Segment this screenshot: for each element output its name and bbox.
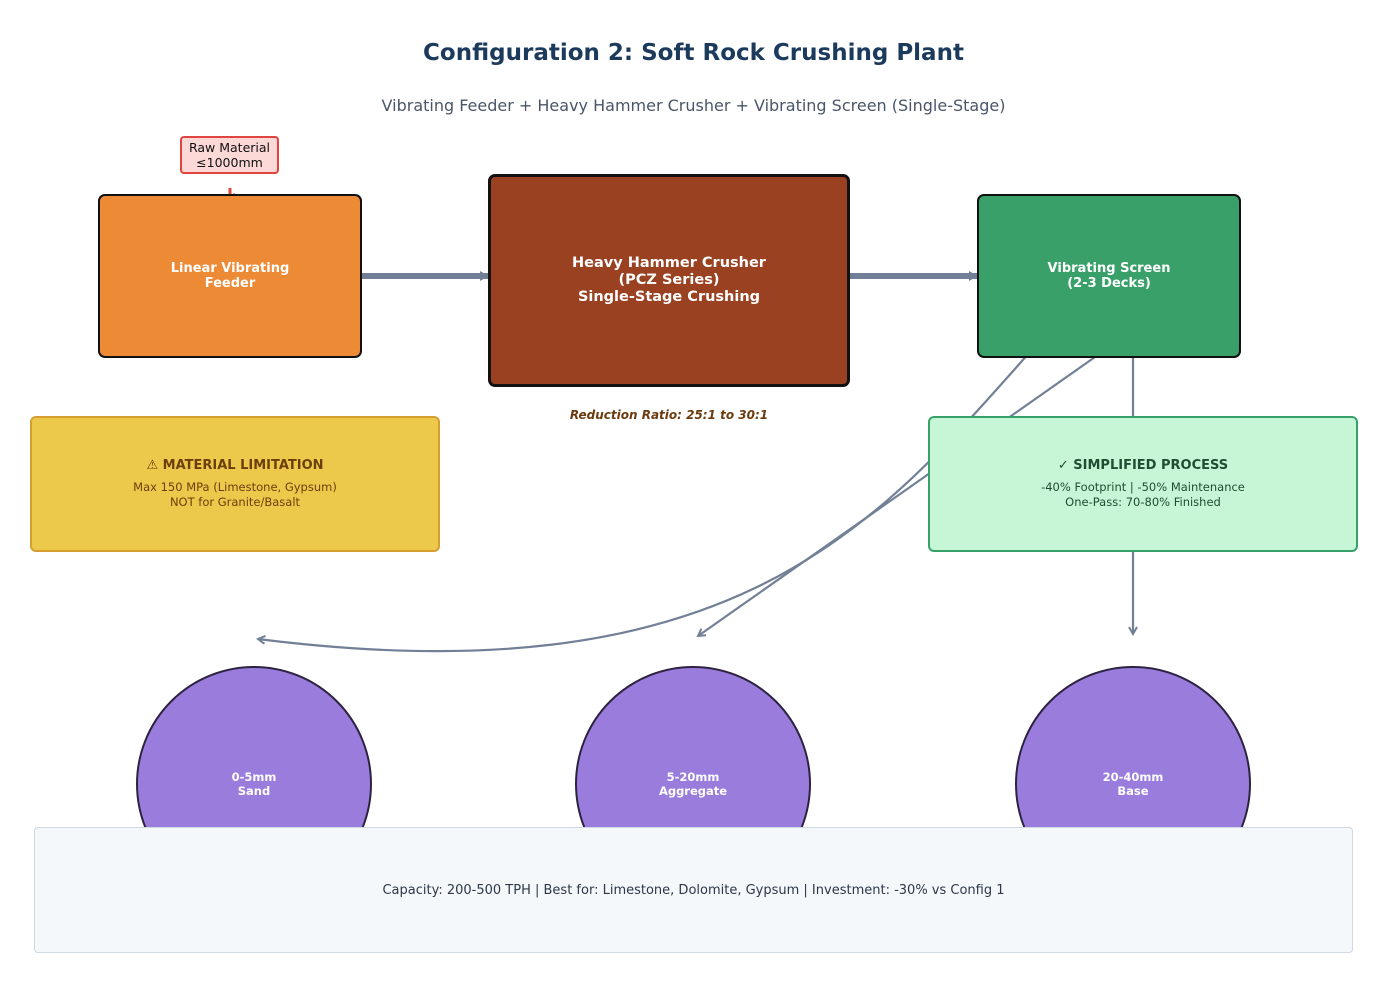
simplified-title: ✓ SIMPLIFIED PROCESS <box>1057 458 1229 473</box>
crusher-label-line2: (PCZ Series) <box>618 272 720 288</box>
product-name: Aggregate <box>658 784 728 798</box>
crusher-box: Heavy Hammer Crusher (PCZ Series) Single… <box>488 174 850 387</box>
reduction-ratio-note: Reduction Ratio: 25:1 to 30:1 <box>569 408 769 422</box>
page-title: Configuration 2: Soft Rock Crushing Plan… <box>423 40 964 66</box>
product-size: 20-40mm <box>1102 770 1164 784</box>
feeder-box: Linear Vibrating Feeder <box>98 194 362 358</box>
product-name: Sand <box>237 784 271 798</box>
limitation-line2: NOT for Granite/Basalt <box>169 495 301 509</box>
summary-text: Capacity: 200-500 TPH | Best for: Limest… <box>382 882 1005 898</box>
feeder-label-line2: Feeder <box>204 276 256 291</box>
product-name: Base <box>1117 784 1149 798</box>
product-size: 5-20mm <box>666 770 720 784</box>
crusher-label-line3: Single-Stage Crushing <box>577 289 761 305</box>
screen-to-aggregate-arrow <box>698 349 1106 636</box>
summary-footer: Capacity: 200-500 TPH | Best for: Limest… <box>34 827 1353 953</box>
simplified-process-panel: ✓ SIMPLIFIED PROCESS -40% Footprint | -5… <box>928 416 1358 552</box>
crusher-label-line1: Heavy Hammer Crusher <box>572 255 766 271</box>
product-size: 0-5mm <box>231 770 277 784</box>
material-limitation-panel: ⚠ MATERIAL LIMITATION Max 150 MPa (Limes… <box>30 416 440 552</box>
screen-label-line2: (2-3 Decks) <box>1067 276 1151 291</box>
screen-box: Vibrating Screen (2-3 Decks) <box>977 194 1241 358</box>
raw-material-label: Raw Material <box>188 140 271 155</box>
raw-material-tag: Raw Material ≤1000mm <box>180 136 279 174</box>
screen-label-line1: Vibrating Screen <box>1047 261 1171 276</box>
simplified-line2: One-Pass: 70-80% Finished <box>1065 495 1221 509</box>
page-subtitle: Vibrating Feeder + Heavy Hammer Crusher … <box>381 96 1006 115</box>
limitation-line1: Max 150 MPa (Limestone, Gypsum) <box>133 480 337 494</box>
feeder-label-line1: Linear Vibrating <box>170 261 290 276</box>
simplified-line1: -40% Footprint | -50% Maintenance <box>1041 480 1245 494</box>
raw-material-size: ≤1000mm <box>196 155 263 170</box>
limitation-title: ⚠ MATERIAL LIMITATION <box>146 458 324 473</box>
